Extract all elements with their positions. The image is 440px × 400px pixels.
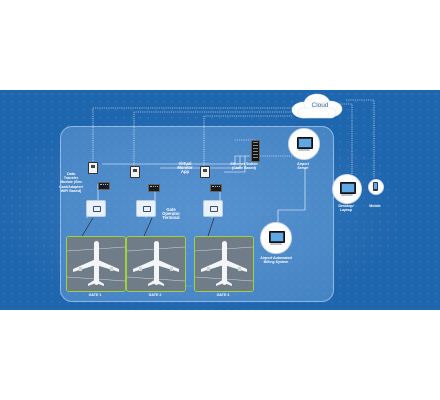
airplane-icon xyxy=(195,237,253,291)
gate-panel-2 xyxy=(136,200,156,217)
wire-panel4-switch xyxy=(224,156,246,173)
module-box-icon xyxy=(88,162,98,174)
jetbridge-1 xyxy=(81,217,94,237)
wire-panel2-switch xyxy=(160,156,241,169)
desktop-icon xyxy=(269,231,285,243)
gate-1-view xyxy=(66,236,126,292)
data-transfer-module-label: Data Transfer Module (Sim Card/Adapter/ … xyxy=(59,172,83,193)
desktop-laptop-label: Desktop/ Laptop xyxy=(338,204,354,213)
gate-operator-terminal-label: Gate Operator Terminal xyxy=(162,207,180,221)
billing-system-node xyxy=(260,222,292,254)
gate-panel-1 xyxy=(86,200,106,217)
mobile-label: Mobile xyxy=(369,204,381,208)
desktop-icon xyxy=(340,182,356,194)
module-box-icon xyxy=(130,166,140,178)
gate-4-view xyxy=(194,236,254,292)
wire-module4-cloud xyxy=(203,115,292,172)
gate-2-view xyxy=(126,236,186,292)
server-icon xyxy=(297,137,313,149)
module-box-icon xyxy=(200,166,210,178)
ethernet-switch-label: Ethernet Switch (Cable Based) xyxy=(230,162,258,171)
wire-cloud-desktop xyxy=(335,103,353,178)
wire-module1-cloud xyxy=(92,107,292,172)
connection-lines xyxy=(81,99,375,287)
wire-panel1-switch xyxy=(102,155,250,165)
mobile-icon xyxy=(373,182,378,191)
cloud-label: Cloud xyxy=(311,102,329,109)
airplane-icon xyxy=(127,237,185,291)
gate-4-label: GATE 4 xyxy=(216,293,230,297)
module-rack-icon xyxy=(148,184,160,192)
wire-module2-cloud xyxy=(133,111,292,172)
jetbridge-2 xyxy=(143,217,153,237)
mobile-node xyxy=(368,179,384,195)
module-rack-icon xyxy=(98,182,110,190)
diagram-canvas: Cloud Data Transfer Module (Sim Card/Ada… xyxy=(0,90,440,310)
desktop-laptop-node xyxy=(332,174,362,204)
module-rack-icon xyxy=(210,184,222,192)
billing-system-label: Airport Automated Billing System xyxy=(260,256,292,265)
virtual-monitor-app-label: Virtual Monitor App xyxy=(177,161,193,175)
airport-server-node xyxy=(288,128,320,160)
ethernet-switch-icon xyxy=(251,140,260,162)
gate-panel-4 xyxy=(203,200,223,217)
gate-1-label: GATE 1 xyxy=(88,293,102,297)
jetbridge-4 xyxy=(207,217,215,237)
wire-cloud-mobile xyxy=(346,99,375,178)
cloud-icon xyxy=(291,93,343,119)
wire-server-billing xyxy=(277,168,306,222)
airport-server-label: Airport Server xyxy=(297,162,309,171)
airplane-icon xyxy=(67,237,125,291)
gate-2-label: GATE 2 xyxy=(148,293,162,297)
